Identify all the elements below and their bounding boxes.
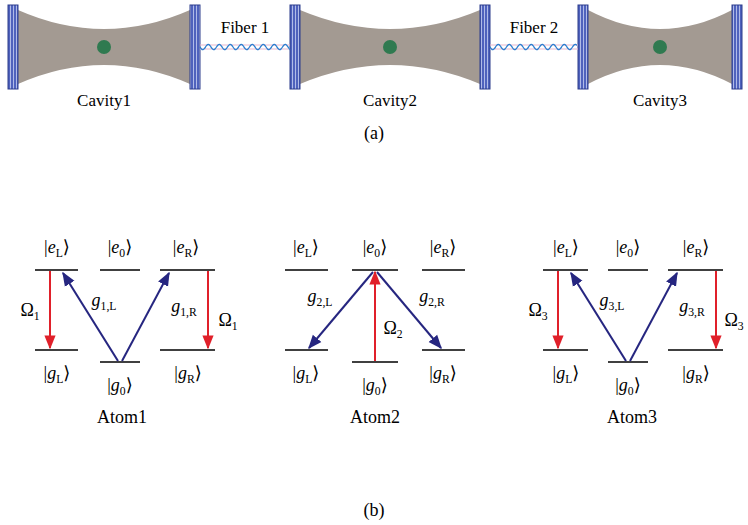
atom-label: Atom1: [97, 406, 147, 428]
cavity-drawing: [290, 5, 490, 89]
level-label: |gL⟩: [44, 362, 71, 384]
rabi-label: Ω2: [383, 317, 402, 339]
level-label: |g0⟩: [107, 374, 132, 396]
level-label: |gL⟩: [553, 362, 580, 384]
cavity-label: Cavity1: [75, 91, 133, 111]
rabi-label: Ω3: [528, 299, 547, 321]
level-label: |gR⟩: [174, 362, 201, 384]
level-label: |eL⟩: [44, 236, 70, 258]
level-label: |eR⟩: [683, 236, 709, 258]
cavity-box: Cavity2: [290, 3, 490, 111]
atom-label: Atom3: [607, 406, 657, 428]
level-label: |eL⟩: [293, 236, 319, 258]
transition-arrows: [50, 271, 208, 361]
coupling-label: g1,R: [171, 295, 197, 317]
panel-label: (a): [364, 122, 384, 144]
level-label: |eL⟩: [553, 236, 579, 258]
atom-levels: [285, 270, 465, 362]
transition-arrows: [309, 272, 441, 361]
rabi-label: Ω3: [724, 309, 743, 331]
level-label: |g0⟩: [362, 374, 387, 396]
level-label: |eR⟩: [430, 236, 456, 258]
panel-label: (b): [364, 499, 385, 521]
fiber-label: Fiber 1: [218, 18, 273, 38]
level-label: |eR⟩: [173, 236, 199, 258]
rabi-label: Ω1: [20, 299, 39, 321]
atom-label: Atom2: [350, 406, 400, 428]
rabi-label: Ω1: [218, 309, 237, 331]
level-label: |e0⟩: [108, 236, 132, 258]
coupling-label: g3,L: [600, 289, 625, 311]
level-label: |e0⟩: [616, 236, 640, 258]
fiber-group: [200, 44, 290, 49]
coupling-label: g2,R: [419, 285, 445, 307]
level-label: |gL⟩: [293, 362, 320, 384]
level-label: |gR⟩: [682, 362, 709, 384]
fiber-group: [490, 44, 578, 49]
cavity-drawing: [578, 5, 742, 89]
fiber-connector: [490, 44, 577, 49]
cavity-label: Cavity2: [361, 91, 419, 111]
level-label: |g0⟩: [615, 374, 640, 396]
level-label: |e0⟩: [363, 236, 387, 258]
cavity-box: Cavity1: [8, 3, 200, 111]
fiber-connector: [200, 44, 290, 49]
transition-arrows: [558, 271, 716, 361]
cavity-drawing: [8, 5, 200, 89]
fiber-label: Fiber 2: [507, 18, 562, 38]
atom-levels: [35, 270, 215, 362]
level-label: |gR⟩: [429, 362, 456, 384]
coupling-label: g3,R: [679, 295, 705, 317]
coupling-label: g1,L: [92, 289, 117, 311]
coupling-label: g2,L: [308, 285, 333, 307]
cavity-label: Cavity3: [631, 91, 689, 111]
cavity-box: Cavity3: [578, 3, 742, 111]
atom-levels: [543, 270, 723, 362]
